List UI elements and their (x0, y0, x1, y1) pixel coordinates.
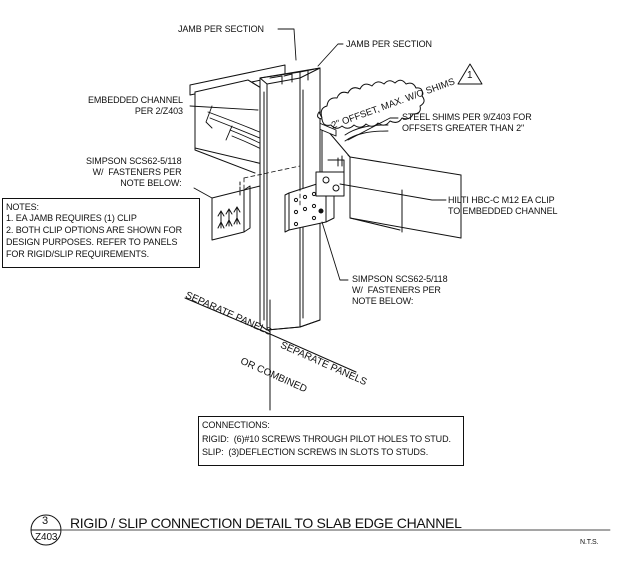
leader-lines (189, 28, 447, 281)
connections-heading: CONNECTIONS: (202, 420, 270, 430)
notes-heading: NOTES: (6, 202, 39, 212)
offset-revision-cloud (317, 79, 425, 129)
connections-box: CONNECTIONS: RIGID: (6)#10 SCREWS THROUG… (198, 416, 464, 466)
note-line: 1. EA JAMB REQUIRES (1) CLIP (6, 213, 137, 223)
callout-jamb-per-section-lower: JAMB PER SECTION (346, 39, 432, 49)
callout-steel-shims: STEEL SHIMS PER 9/Z403 FOR OFFSETS GREAT… (402, 112, 532, 133)
detail-number: 3 (42, 515, 49, 527)
panel-separation-line (184, 297, 357, 411)
title-block (30, 514, 611, 546)
note-line: DESIGN PURPOSES. REFER TO PANELS (6, 237, 178, 247)
callout-hilti-clip: HILTI HBC-C M12 EA CLIP TO EMBEDDED CHAN… (448, 195, 558, 216)
hidden-lines (243, 165, 301, 229)
callout-jamb-per-section-upper: JAMB PER SECTION (178, 24, 264, 34)
left-clip (211, 181, 261, 241)
callout-simpson-right: SIMPSON SCS62-5/118 W/ FASTENERS PER NOT… (352, 274, 448, 306)
connection-slip: SLIP: (3)DEFLECTION SCREWS IN SLOTS TO S… (202, 447, 429, 457)
note-line: 2. BOTH CLIP OPTIONS ARE SHOWN FOR (6, 225, 182, 235)
revision-triangle (457, 63, 483, 85)
connection-rigid: RIGID: (6)#10 SCREWS THROUGH PILOT HOLES… (202, 434, 451, 444)
right-clip (284, 155, 345, 233)
callout-simpson-left: SIMPSON SCS62-5/118 W/ FASTENERS PER NOT… (86, 156, 182, 188)
revision-number: 1 (467, 70, 473, 81)
callout-embedded-channel: EMBEDDED CHANNEL PER 2/Z403 (88, 95, 183, 116)
detail-title: RIGID / SLIP CONNECTION DETAIL TO SLAB E… (70, 515, 462, 531)
sheet-number: Z403 (35, 532, 58, 543)
note-line: FOR RIGID/SLIP REQUIREMENTS. (6, 249, 150, 259)
scale-note: N.T.S. (580, 539, 599, 546)
notes-box: NOTES: 1. EA JAMB REQUIRES (1) CLIP 2. B… (2, 198, 200, 268)
